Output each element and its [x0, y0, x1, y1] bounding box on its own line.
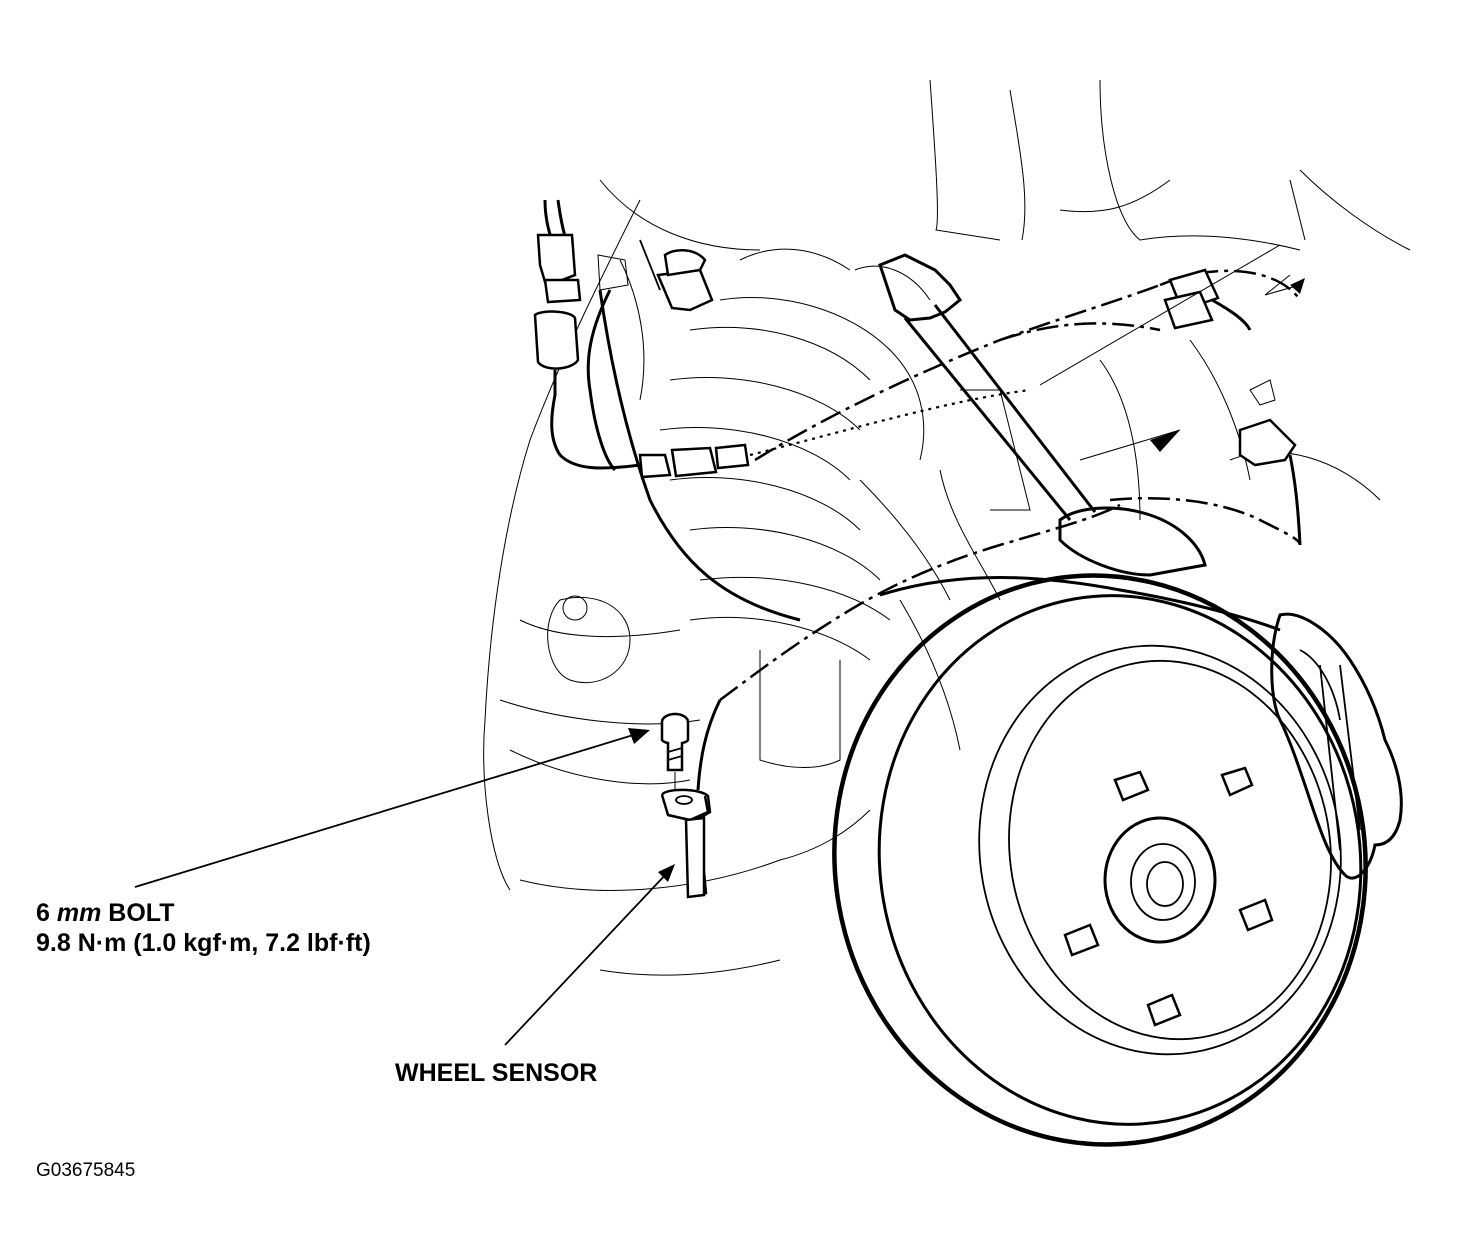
figure-code: G03675845 [36, 1160, 136, 1181]
bolt-unit: mm [56, 899, 102, 927]
brake-rotor [832, 573, 1368, 1147]
body-outline [483, 79, 1411, 976]
wheel-studs [1063, 766, 1274, 1027]
bolt-name: BOLT [108, 899, 175, 927]
right-connectors [1039, 244, 1305, 546]
upper-connector [533, 199, 582, 456]
bolt-size-line: 6 mm BOLT [36, 898, 371, 928]
bolt-torque: 9.8 N·m (1.0 kgf·m, 7.2 lbf·ft) [36, 929, 371, 957]
brake-caliper [1270, 612, 1403, 880]
bolt [660, 712, 690, 790]
bracket-connector [597, 239, 714, 312]
leader-lines [134, 728, 675, 1046]
bolt-size: 6 [36, 899, 50, 927]
bolt-callout: 6 mm BOLT 9.8 N·m (1.0 kgf·m, 7.2 lbf·ft… [36, 898, 371, 958]
wheel-sensor-label: WHEEL SENSOR [395, 1059, 598, 1087]
stabilizer-link [878, 253, 1207, 577]
wheel-sensor [660, 788, 712, 899]
